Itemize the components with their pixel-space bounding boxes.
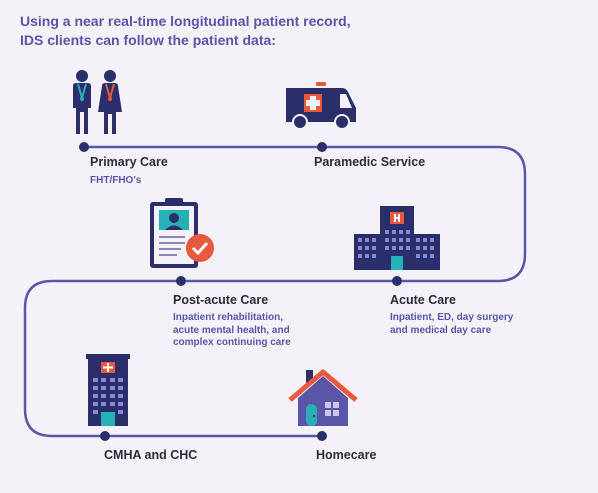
headline: Using a near real-time longitudinal pati… <box>20 12 480 50</box>
headline-line-2: IDS clients can follow the patient data: <box>20 32 276 48</box>
stop-label-cmha: CMHA and CHC <box>104 448 198 462</box>
stop-sub-post-acute-line-2: acute mental health, and <box>173 324 290 336</box>
clipboard-check-icon <box>150 198 214 268</box>
stop-dot-acute <box>392 276 402 286</box>
stop-dot-homecare <box>317 431 327 441</box>
stop-label-acute: Acute Care <box>390 293 456 307</box>
stop-sub-primary-care-line: FHT/FHO's <box>90 175 142 186</box>
stop-sub-acute: Inpatient, ED, day surgery and medical d… <box>390 312 513 337</box>
doctors-icon <box>73 70 122 134</box>
stop-dot-cmha <box>100 431 110 441</box>
stop-label-post-acute: Post-acute Care <box>173 293 269 307</box>
clinic-building-icon <box>86 354 130 426</box>
stop-label-homecare: Homecare <box>316 448 377 462</box>
stop-sub-primary-care: FHT/FHO's <box>90 175 141 188</box>
stop-sub-acute-line-1: Inpatient, ED, day surgery <box>390 312 514 323</box>
stop-label-primary-care: Primary Care <box>90 155 168 169</box>
stop-sub-acute-line-2: and medical day care <box>390 324 492 336</box>
stop-sub-post-acute-line-3: complex continuing care <box>173 337 291 348</box>
ambulance-icon <box>286 82 356 130</box>
stop-dot-post-acute <box>176 276 186 286</box>
stop-sub-post-acute: Inpatient rehabilitation, acute mental h… <box>173 312 291 350</box>
stop-sub-post-acute-line-1: Inpatient rehabilitation, <box>173 312 284 323</box>
stop-label-paramedic: Paramedic Service <box>314 155 426 169</box>
house-icon <box>288 369 358 426</box>
hospital-icon <box>354 206 440 270</box>
stop-dot-paramedic <box>317 142 327 152</box>
headline-line-1: Using a near real-time longitudinal pati… <box>20 13 351 29</box>
stop-dot-primary-care <box>79 142 89 152</box>
